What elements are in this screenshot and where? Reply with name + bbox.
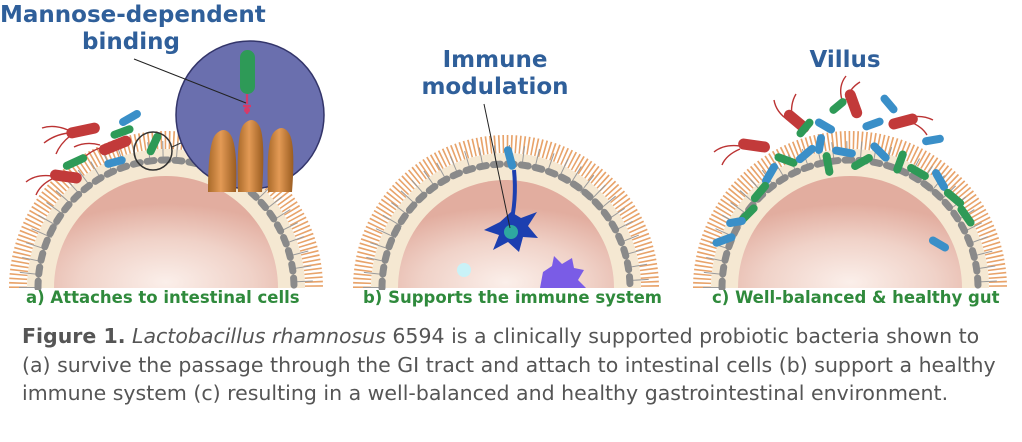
probiotic-bacterium bbox=[851, 154, 873, 170]
mannose-receptor bbox=[244, 107, 250, 113]
panel-b-heading: Immune modulation bbox=[400, 47, 590, 101]
probiotic-bacterium bbox=[832, 146, 856, 158]
cell-nuclei bbox=[718, 156, 982, 290]
probiotic-bacterium bbox=[928, 236, 950, 252]
probiotic-bacterium bbox=[62, 154, 88, 170]
immune-cell-purple bbox=[540, 256, 586, 288]
probiotic-bacterium bbox=[762, 163, 778, 185]
panel-b-subtitle: b) Supports the immune system bbox=[363, 288, 662, 307]
pathogen-bacterium bbox=[844, 89, 863, 119]
panel-b-heading-line1: Immune bbox=[442, 47, 548, 73]
panel-a-subtitle: a) Attaches to intestinal cells bbox=[26, 288, 300, 307]
probiotic-bacterium bbox=[814, 134, 826, 154]
zoom-inset bbox=[175, 40, 325, 192]
probiotic-bacterium bbox=[796, 118, 814, 138]
microvilli-fringe bbox=[9, 131, 323, 289]
pathogen-bacterium bbox=[25, 169, 82, 196]
probiotic-bacterium bbox=[957, 205, 975, 227]
figure-label: Figure 1. bbox=[22, 324, 126, 348]
probiotic-bacterium bbox=[104, 156, 126, 168]
microvilli-fringe bbox=[353, 135, 659, 289]
panel-c-subtitle: c) Well-balanced & healthy gut bbox=[712, 288, 1000, 307]
probiotic-bacterium bbox=[870, 142, 890, 162]
pathogen-bacterium bbox=[41, 122, 100, 155]
magnifier-ring bbox=[133, 131, 173, 171]
heading-pointer bbox=[133, 58, 247, 104]
pathogen-bacterium bbox=[888, 113, 918, 130]
probiotic-bacterium bbox=[862, 117, 884, 131]
cell-nuclei bbox=[34, 156, 298, 290]
villus-core bbox=[54, 176, 278, 288]
bacteria-group-a bbox=[25, 110, 162, 196]
probiotic-bacterium bbox=[750, 181, 770, 203]
dendritic-cell-nucleus bbox=[504, 225, 518, 239]
probiotic-population bbox=[712, 94, 975, 252]
panel-c-illustration bbox=[693, 75, 1007, 290]
cell-nuclei bbox=[378, 160, 634, 290]
caption-text: 6594 is a clinically supported probiotic… bbox=[22, 324, 996, 405]
probiotic-bacterium bbox=[503, 146, 517, 170]
panel-c-heading: Villus bbox=[809, 47, 881, 73]
panel-a-heading-line2: binding bbox=[82, 29, 180, 55]
probiotic-bacterium bbox=[240, 50, 255, 94]
heading-pointer bbox=[483, 103, 511, 229]
probiotic-bacterium bbox=[943, 188, 965, 208]
probiotic-bacterium bbox=[795, 144, 817, 164]
villus-b bbox=[353, 135, 659, 290]
probiotic-bacterium bbox=[774, 153, 798, 167]
probiotic-bacterium bbox=[110, 125, 134, 139]
probiotic-bacterium bbox=[712, 233, 736, 247]
panel-b-heading-line2: modulation bbox=[421, 74, 569, 100]
panel-a-heading: Mannose-dependent binding bbox=[0, 2, 266, 56]
probiotic-bacterium bbox=[822, 152, 834, 176]
probiotic-bacterium bbox=[907, 164, 929, 180]
probiotic-bacterium bbox=[932, 169, 948, 191]
immune-vesicle bbox=[457, 263, 471, 277]
probiotic-bacterium bbox=[726, 216, 746, 228]
probiotic-bacterium bbox=[829, 98, 847, 114]
panel-b-illustration bbox=[353, 103, 659, 290]
villus-core bbox=[738, 176, 962, 288]
species-name: Lactobacillus rhamnosus bbox=[132, 324, 386, 348]
panel-a-illustration bbox=[9, 40, 325, 290]
probiotic-bacterium bbox=[922, 134, 944, 146]
probiotic-bacterium bbox=[119, 110, 141, 126]
pathogen-bacterium bbox=[738, 138, 770, 153]
probiotic-bacterium bbox=[893, 150, 907, 174]
panel-a-heading-line1: Mannose-dependent bbox=[0, 2, 266, 28]
probiotic-bacterium bbox=[146, 132, 162, 156]
microvilli-fringe bbox=[693, 131, 1007, 289]
figure-caption: Figure 1. Lactobacillus rhamnosus 6594 i… bbox=[22, 322, 1007, 408]
villus-c bbox=[693, 131, 1007, 290]
probiotic-bacterium bbox=[814, 118, 836, 134]
probiotic-bacterium bbox=[880, 94, 898, 114]
